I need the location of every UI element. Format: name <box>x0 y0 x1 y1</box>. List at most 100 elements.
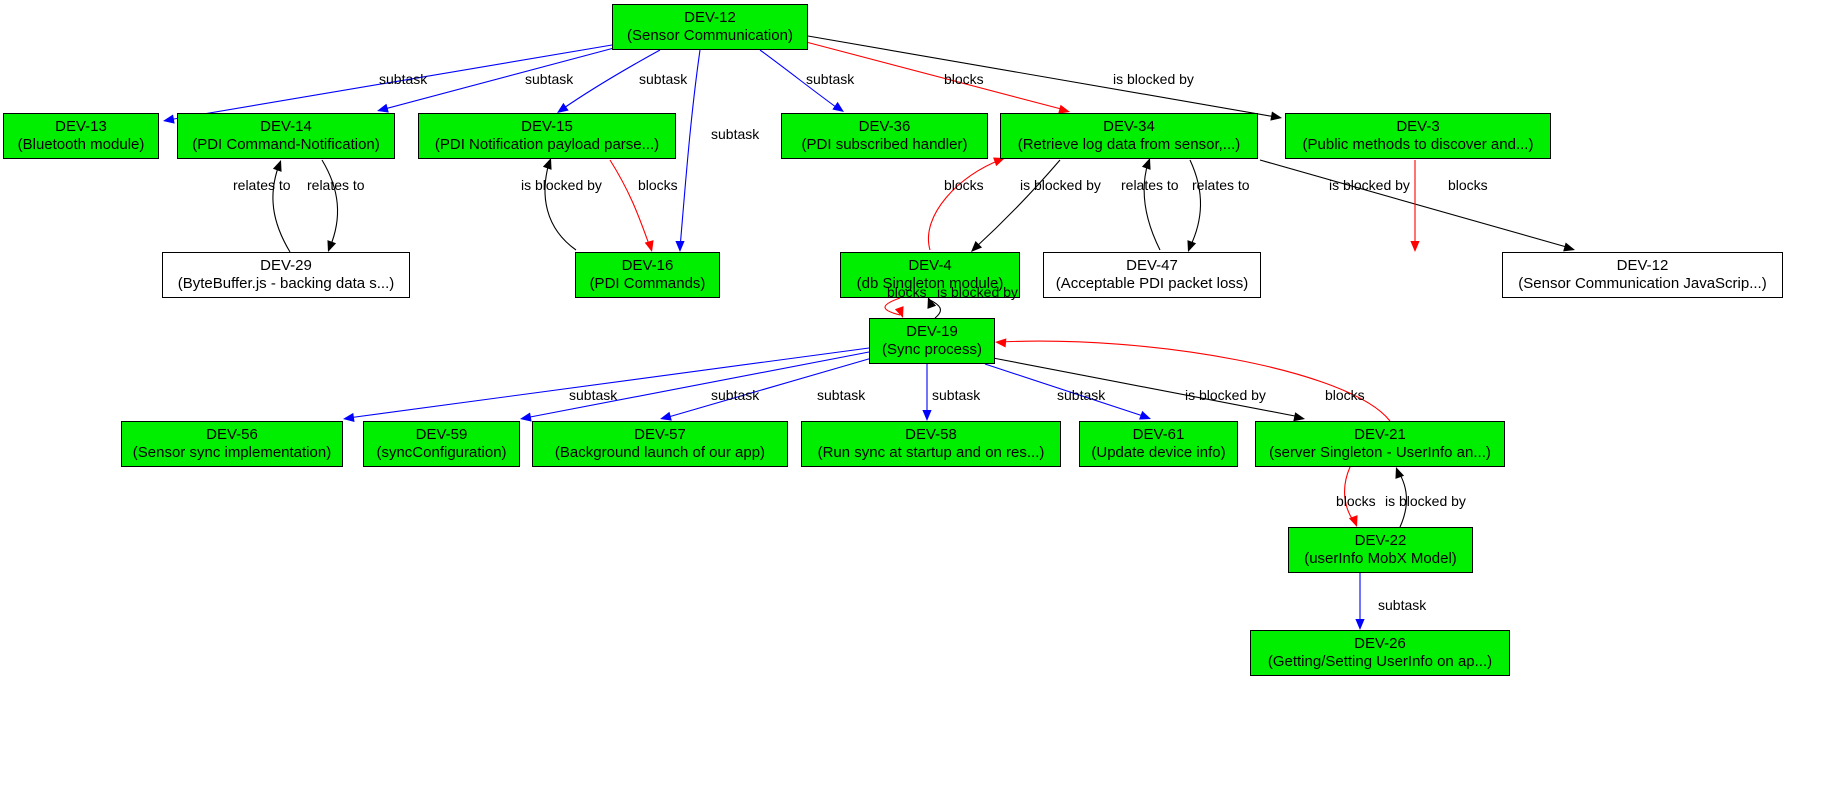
issue-node-dev-16[interactable]: DEV-16(PDI Commands) <box>575 252 720 298</box>
issue-summary: (db Singleton module) <box>856 275 1004 292</box>
issue-summary: (Bluetooth module) <box>17 136 145 153</box>
issue-node-dev-26[interactable]: DEV-26(Getting/Setting UserInfo on ap...… <box>1250 630 1510 676</box>
issue-key: DEV-19 <box>906 322 958 340</box>
issue-key: DEV-21 <box>1354 425 1406 443</box>
edge-label-relates-to: relates to <box>307 177 365 193</box>
edge-label-subtask: subtask <box>1057 387 1106 403</box>
issue-key: DEV-12 <box>684 8 736 26</box>
edge-label-subtask: subtask <box>1378 597 1427 613</box>
issue-node-dev-36[interactable]: DEV-36(PDI subscribed handler) <box>781 113 988 159</box>
edge-dev-12-root-to-dev-3 <box>807 35 1277 118</box>
issue-node-dev-57[interactable]: DEV-57(Background launch of our app) <box>532 421 788 467</box>
issue-summary: (PDI Notification payload parse...) <box>434 136 660 153</box>
issue-summary: (Public methods to discover and...) <box>1302 136 1534 153</box>
issue-summary: (Sensor Communication JavaScrip...) <box>1518 275 1767 292</box>
issue-key: DEV-15 <box>521 117 573 135</box>
edge-label-blocks: blocks <box>1325 387 1365 403</box>
edge-label-blocks: blocks <box>1448 177 1488 193</box>
edge-label-is-blocked-by: is blocked by <box>937 284 1018 300</box>
issue-key: DEV-36 <box>858 117 911 135</box>
edge-label-subtask: subtask <box>639 71 688 87</box>
issue-summary: (PDI Command-Notification) <box>192 136 380 153</box>
edge-dev-4-to-dev-19 <box>884 297 901 316</box>
issue-key: DEV-29 <box>260 256 312 274</box>
edge-dev-19-to-dev-59 <box>524 351 870 419</box>
issue-key: DEV-34 <box>1103 117 1155 135</box>
edge-label-subtask: subtask <box>525 71 574 87</box>
edge-label-subtask: subtask <box>806 71 855 87</box>
issue-node-dev-3[interactable]: DEV-3(Public methods to discover and...) <box>1285 113 1551 159</box>
edge-label-is-blocked-by: is blocked by <box>1185 387 1266 403</box>
issue-node-dev-12-js[interactable]: DEV-12(Sensor Communication JavaScrip...… <box>1502 252 1783 298</box>
arrowhead <box>1355 619 1365 630</box>
issue-key: DEV-56 <box>206 425 258 443</box>
edge-label-subtask: subtask <box>711 387 760 403</box>
arrowhead <box>272 160 282 172</box>
edge-label-subtask: subtask <box>711 126 760 142</box>
issue-key: DEV-59 <box>415 425 468 443</box>
issue-node-dev-58[interactable]: DEV-58(Run sync at startup and on res...… <box>801 421 1061 467</box>
edge-label-is-blocked-by: is blocked by <box>1385 493 1466 509</box>
edge-dev-34-to-dev-12-js <box>1259 159 1571 249</box>
edge-dev-4-to-dev-34 <box>927 159 1001 251</box>
issue-summary: (Sensor sync implementation) <box>132 444 332 461</box>
issue-node-dev-34[interactable]: DEV-34(Retrieve log data from sensor,...… <box>1000 113 1258 159</box>
issue-summary: (PDI Commands) <box>589 275 706 292</box>
edge-label-is-blocked-by: is blocked by <box>1329 177 1410 193</box>
issue-node-dev-59[interactable]: DEV-59(syncConfiguration) <box>363 421 520 467</box>
arrowhead <box>163 114 175 124</box>
edge-label-subtask: subtask <box>932 387 981 403</box>
issue-summary: (Update device info) <box>1091 444 1226 461</box>
edge-label-is-blocked-by: is blocked by <box>1020 177 1101 193</box>
issue-key: DEV-47 <box>1126 256 1178 274</box>
issue-summary: (Sensor Communication) <box>627 27 793 44</box>
edge-label-relates-to: relates to <box>1121 177 1179 193</box>
edge-label-subtask: subtask <box>379 71 428 87</box>
issue-summary: (userInfo MobX Model) <box>1304 550 1457 567</box>
arrowhead <box>1395 467 1405 479</box>
edge-dev-34-to-dev-47 <box>1189 159 1202 248</box>
edge-dev-34-to-dev-4 <box>974 159 1061 249</box>
issue-node-dev-21[interactable]: DEV-21(server Singleton - UserInfo an...… <box>1255 421 1505 467</box>
issue-key: DEV-26 <box>1354 634 1406 652</box>
issue-key: DEV-57 <box>634 425 686 443</box>
edge-dev-19-to-dev-4 <box>929 299 941 319</box>
arrowhead <box>995 338 1007 348</box>
issue-node-dev-14[interactable]: DEV-14(PDI Command-Notification) <box>177 113 395 159</box>
issue-key: DEV-16 <box>621 256 674 274</box>
issue-key: DEV-12 <box>1616 256 1669 274</box>
issue-node-dev-4[interactable]: DEV-4(db Singleton module) <box>840 252 1020 298</box>
issue-node-dev-15[interactable]: DEV-15(PDI Notification payload parse...… <box>418 113 676 159</box>
arrowhead <box>343 412 355 423</box>
issue-node-dev-61[interactable]: DEV-61(Update device info) <box>1079 421 1238 467</box>
edge-label-blocks: blocks <box>944 71 984 87</box>
issue-summary: (Run sync at startup and on res...) <box>817 444 1045 461</box>
issue-key: DEV-61 <box>1132 425 1185 443</box>
issue-node-dev-19[interactable]: DEV-19(Sync process) <box>869 318 995 364</box>
issue-key: DEV-58 <box>905 425 957 443</box>
issue-summary: (Background launch of our app) <box>554 444 766 461</box>
issue-node-dev-13[interactable]: DEV-13(Bluetooth module) <box>3 113 159 159</box>
issue-summary: (Sync process) <box>881 341 983 358</box>
issue-node-dev-12-root[interactable]: DEV-12(Sensor Communication) <box>612 4 808 50</box>
edge-dev-19-to-dev-56 <box>347 347 870 419</box>
arrowhead <box>520 412 532 422</box>
issue-node-dev-56[interactable]: DEV-56(Sensor sync implementation) <box>121 421 343 467</box>
issue-node-dev-47[interactable]: DEV-47(Acceptable PDI packet loss) <box>1043 252 1261 298</box>
edge-label-subtask: subtask <box>569 387 618 403</box>
edge-dev-14-to-dev-29 <box>321 159 339 248</box>
issue-summary: (Retrieve log data from sensor,...) <box>1017 136 1241 153</box>
edge-label-relates-to: relates to <box>1192 177 1250 193</box>
edge-label-blocks: blocks <box>1336 493 1376 509</box>
edge-label-blocks: blocks <box>638 177 678 193</box>
edge-label-blocks: blocks <box>944 177 984 193</box>
edge-dev-15-to-dev-16 <box>609 159 651 248</box>
issue-node-dev-29[interactable]: DEV-29(ByteBuffer.js - backing data s...… <box>162 252 410 298</box>
edge-label-is-blocked-by: is blocked by <box>1113 71 1194 87</box>
issue-summary: (server Singleton - UserInfo an...) <box>1269 444 1491 461</box>
issue-summary: (syncConfiguration) <box>376 444 507 461</box>
edge-label-relates-to: relates to <box>233 177 291 193</box>
issue-key: DEV-13 <box>55 117 107 135</box>
issue-node-dev-22[interactable]: DEV-22(userInfo MobX Model) <box>1288 527 1473 573</box>
